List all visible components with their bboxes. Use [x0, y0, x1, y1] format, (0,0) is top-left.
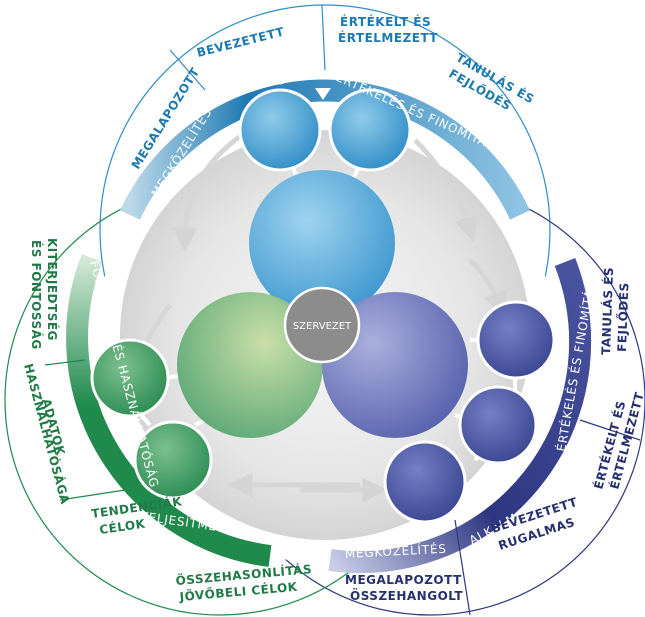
purple-outer-tanulas-1: TANULÁS ÉS	[598, 267, 616, 355]
ring-triangles	[118, 88, 551, 500]
purple-ring-arc	[328, 258, 592, 573]
outer-separators	[44, 4, 641, 616]
blue-satellite-1	[238, 88, 322, 172]
flow-arrows	[132, 127, 507, 503]
sep-green-1	[59, 489, 126, 501]
blue-outer-ertekelt-2: ÉRTELMEZETT	[338, 30, 438, 45]
green-outer-kiterjedtseg-1: KITERJEDTSÉG	[45, 238, 60, 341]
purple-satellite-3	[383, 440, 467, 524]
sep-blue-2	[321, 4, 326, 71]
green-outer-tendenciak-2: CÉLOK	[98, 516, 146, 537]
sep-blue-1	[169, 49, 206, 91]
green-outer-adatok-2: HASZNÁLHATÓSÁGA	[21, 362, 73, 506]
blue-satellite-2	[328, 88, 412, 172]
center-circle	[283, 286, 361, 364]
triangle-right	[540, 385, 551, 400]
arrow-top-right	[413, 138, 479, 242]
purple-outer-tanulas-2: FEJLŐDÉS	[614, 282, 631, 352]
green-satellite-1	[90, 338, 170, 418]
arrow-right	[468, 258, 507, 317]
triangle-lower-right	[478, 485, 490, 500]
triangle-left	[118, 432, 130, 446]
green-outer-kiterjedtseg-2: ÉS FONTOSSÁG	[29, 240, 44, 350]
blue-outer-ertekelt-1: ÉRTÉKELT ÉS	[340, 14, 431, 29]
purple-outer-megalapozott-1: MEGALAPOZOTT	[345, 573, 462, 587]
arrow-top-left	[172, 127, 252, 253]
center-label: SZERVEZET	[293, 321, 352, 332]
sep-purple-1	[454, 519, 471, 616]
green-satellite-2	[133, 420, 213, 500]
purple-satellite-2	[458, 385, 538, 465]
blue-main-circle	[249, 170, 395, 316]
green-ring-arc	[66, 254, 272, 567]
purple-satellite-1	[476, 300, 556, 380]
sep-purple-2	[579, 419, 641, 441]
sep-green-2	[44, 359, 86, 366]
blue-outer-bevezetett: BEVEZETETT	[195, 25, 286, 60]
purple-outer-megalapozott-2: ÖSSZEHANGOLT	[350, 588, 463, 603]
purple-ring-label-megkozelites: MEGKÖZELÍTÉS	[344, 540, 447, 561]
triangle-top	[315, 88, 331, 100]
